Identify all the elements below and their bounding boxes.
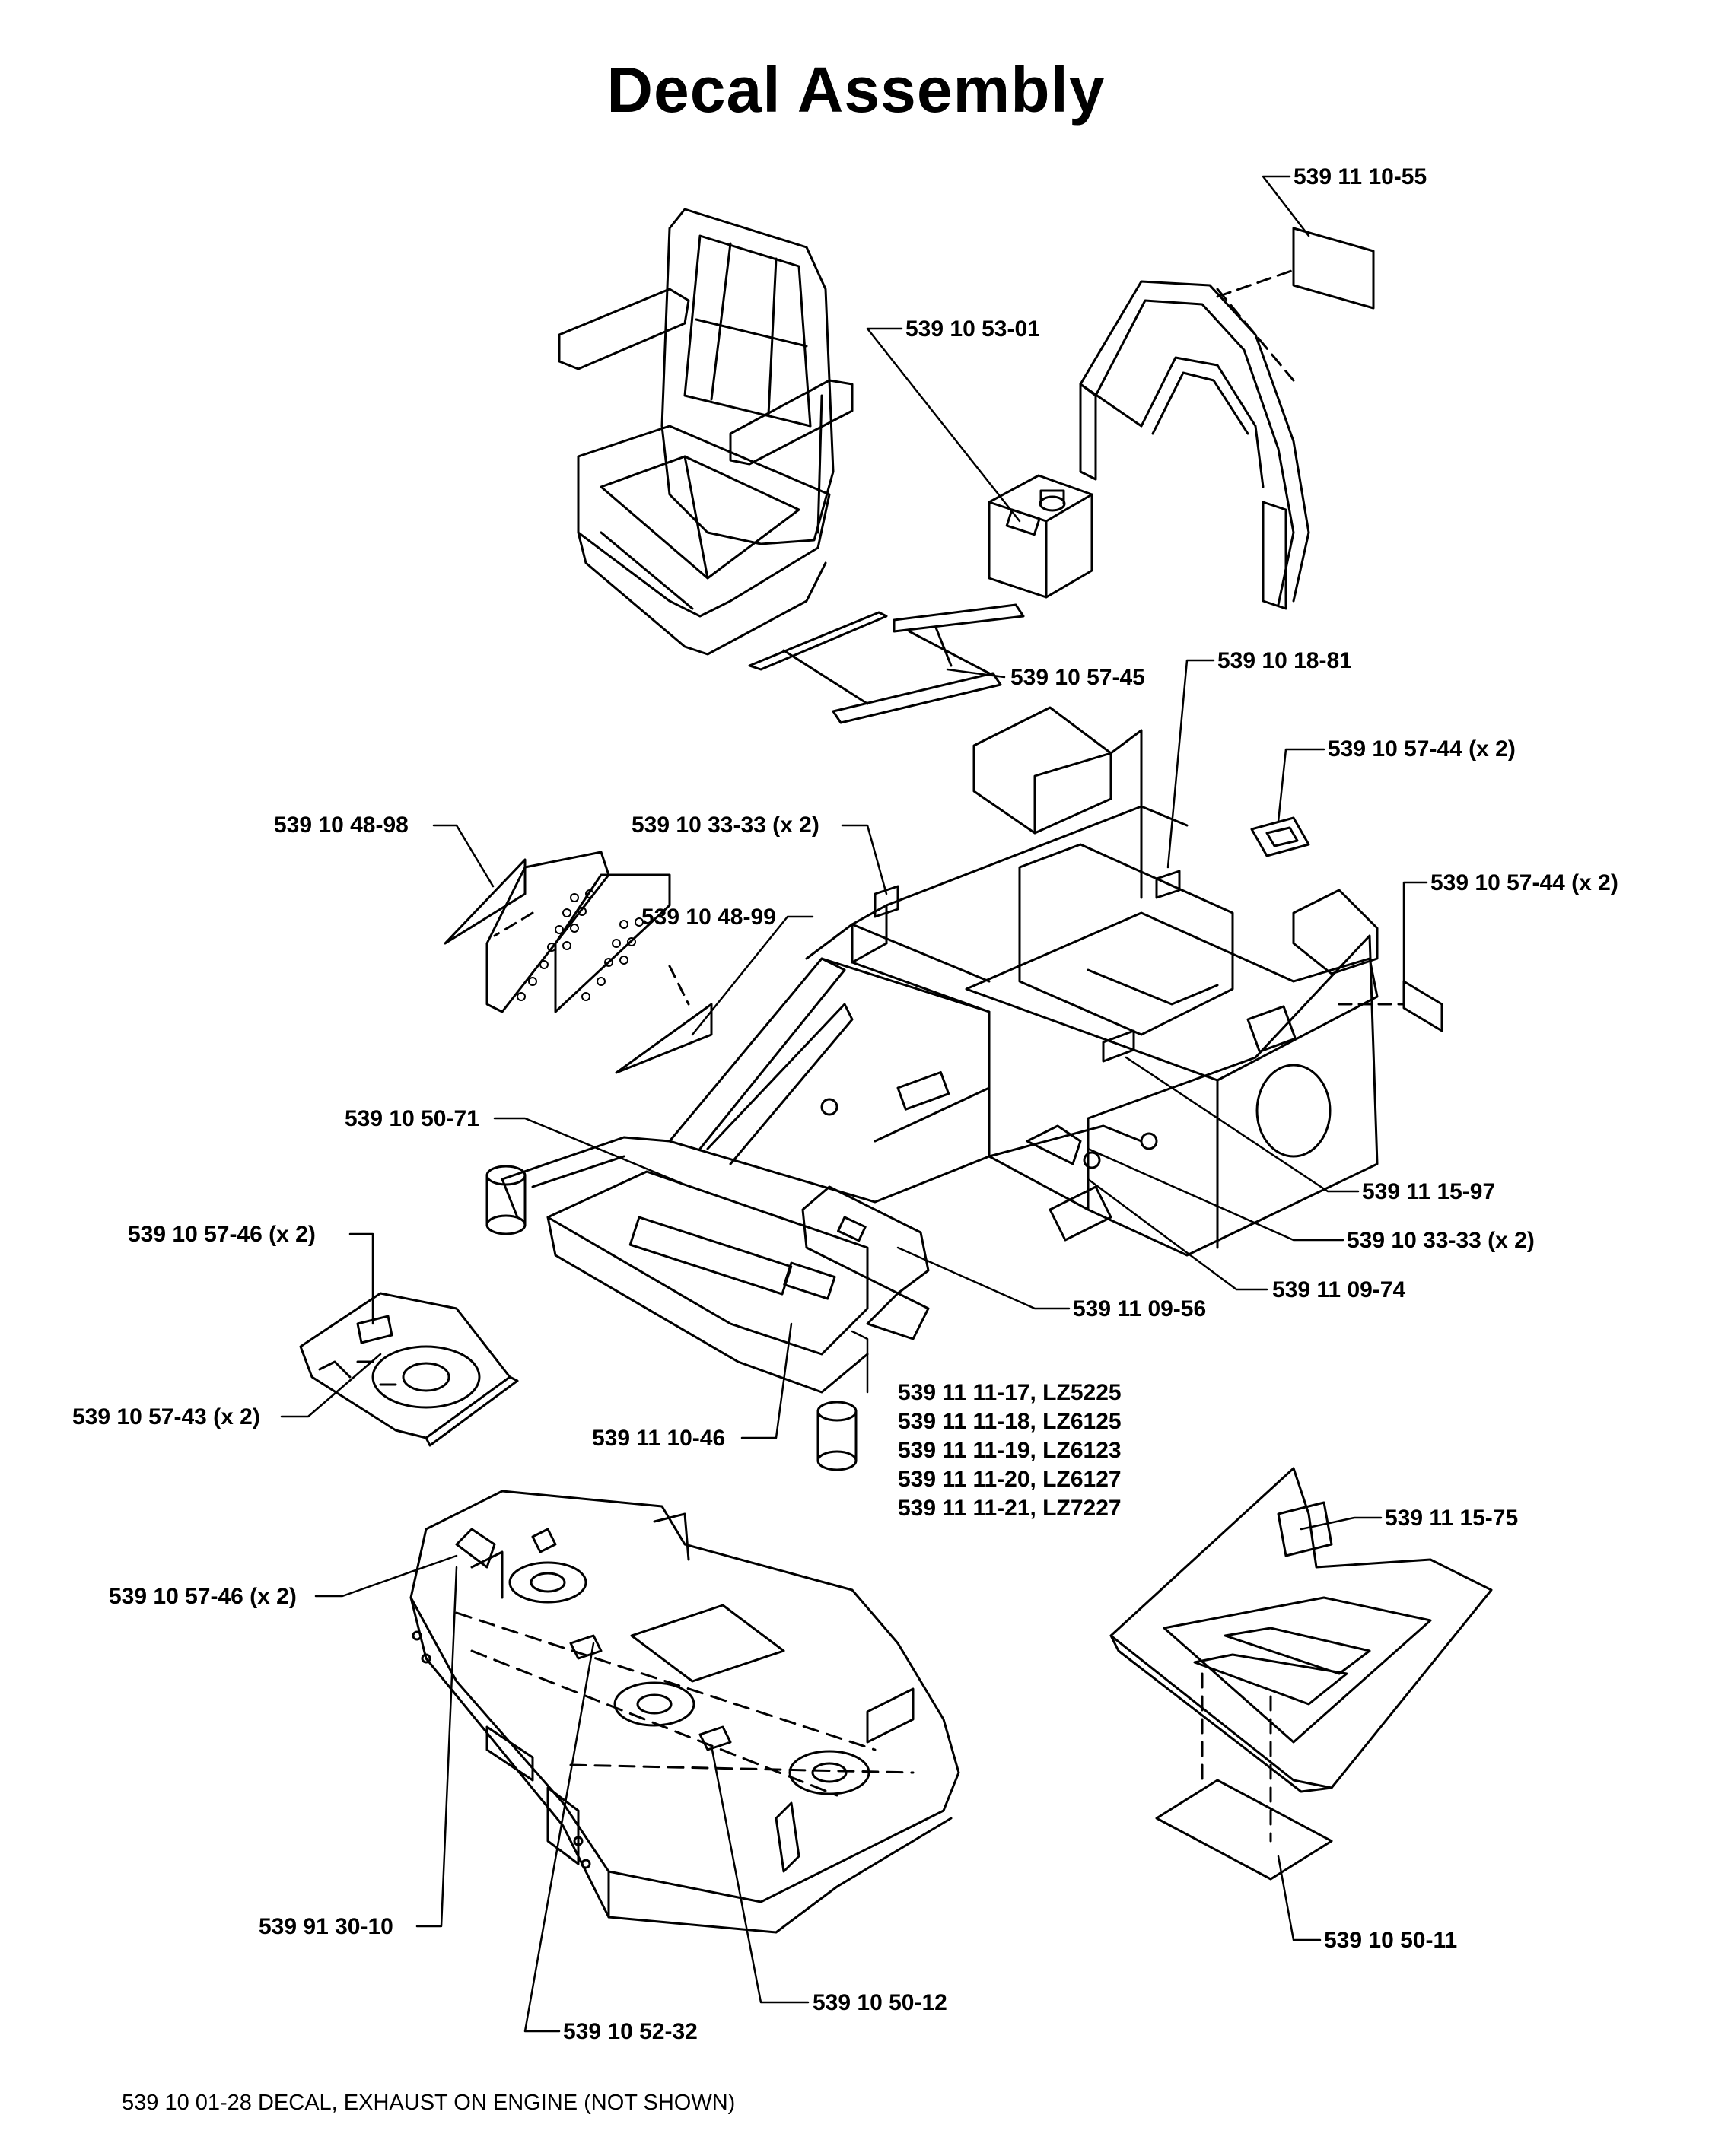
control-box <box>988 474 1093 599</box>
part-label-539-10-57-43: 539 10 57-43 (x 2) <box>72 1406 260 1429</box>
part-number: 539 10 57-43 <box>72 1404 207 1429</box>
mower-deck <box>409 1490 960 1934</box>
part-label-539-10-50-71: 539 10 50-71 <box>345 1106 479 1131</box>
part-label-539-10-48-99: 539 10 48-99 <box>641 905 776 930</box>
part-label-539-10-57-44-upper: 539 10 57-44 (x 2) <box>1328 738 1516 761</box>
part-label-539-10-48-98: 539 10 48-98 <box>274 812 409 838</box>
quantity: (x 2) <box>213 1404 260 1429</box>
quantity: (x 2) <box>1571 870 1618 895</box>
model-decal-lz6127: 539 11 11-20, LZ6127 <box>898 1467 1122 1492</box>
part-label-539-91-30-10: 539 91 30-10 <box>259 1914 393 1939</box>
part-label-539-10-57-45: 539 10 57-45 <box>1010 665 1145 690</box>
part-label-539-10-18-81: 539 10 18-81 <box>1217 648 1352 673</box>
part-label-539-10-50-11: 539 10 50-11 <box>1324 1928 1458 1953</box>
footrest <box>1109 1467 1493 1881</box>
part-label-539-11-09-56: 539 11 09-56 <box>1073 1296 1207 1321</box>
quantity: (x 2) <box>250 1584 297 1609</box>
footer-note: 539 10 01-28 DECAL, EXHAUST ON ENGINE (N… <box>122 2091 736 2115</box>
quantity: (x 2) <box>772 812 819 838</box>
roll-bar <box>1079 227 1375 610</box>
model-decal-lz6125: 539 11 11-18, LZ6125 <box>898 1409 1122 1434</box>
quantity: (x 2) <box>1469 736 1516 762</box>
part-number: 539 10 33-33 <box>1347 1228 1481 1253</box>
seat-assembly <box>558 208 1025 724</box>
leader-lines <box>280 175 1428 2033</box>
part-label-539-10-57-46-lower: 539 10 57-46 (x 2) <box>109 1585 297 1608</box>
model-decal-lz7227: 539 11 11-21, LZ7227 <box>898 1496 1122 1521</box>
part-label-539-10-52-32: 539 10 52-32 <box>563 2019 698 2044</box>
quantity: (x 2) <box>269 1222 316 1247</box>
part-label-539-10-50-12: 539 10 50-12 <box>813 1990 947 2015</box>
part-label-539-10-57-44-lower: 539 10 57-44 (x 2) <box>1430 872 1618 895</box>
part-number: 539 10 33-33 <box>632 812 766 838</box>
part-number: 539 10 57-44 <box>1328 736 1462 762</box>
part-label-539-11-15-97: 539 11 15-97 <box>1362 1179 1496 1204</box>
part-number: 539 10 57-46 <box>109 1584 243 1609</box>
part-number: 539 10 57-44 <box>1430 870 1565 895</box>
part-label-539-11-10-46: 539 11 10-46 <box>592 1426 726 1451</box>
model-decal-list: 539 11 11-17, LZ5225 539 11 11-18, LZ612… <box>898 1379 1122 1523</box>
frame-decals <box>874 816 1443 1063</box>
part-label-539-10-33-33-upper: 539 10 33-33 (x 2) <box>632 814 819 837</box>
part-label-539-10-57-46-upper: 539 10 57-46 (x 2) <box>128 1223 316 1246</box>
page-title: Decal Assembly <box>606 54 1106 126</box>
part-label-539-11-09-74: 539 11 09-74 <box>1272 1277 1406 1302</box>
model-decal-lz6123: 539 11 11-19, LZ6123 <box>898 1438 1122 1463</box>
foot-plate <box>299 1292 519 1447</box>
quantity: (x 2) <box>1488 1228 1535 1253</box>
part-label-539-10-33-33-lower: 539 10 33-33 (x 2) <box>1347 1229 1535 1252</box>
part-label-539-10-53-01: 539 10 53-01 <box>905 316 1040 342</box>
part-number: 539 10 57-46 <box>128 1222 263 1247</box>
side-panels <box>444 851 713 1074</box>
part-label-539-11-10-55: 539 11 10-55 <box>1294 164 1427 189</box>
main-frame <box>485 706 1379 1471</box>
model-decal-lz5225: 539 11 11-17, LZ5225 <box>898 1380 1122 1405</box>
part-label-539-11-15-75: 539 11 15-75 <box>1385 1506 1519 1531</box>
